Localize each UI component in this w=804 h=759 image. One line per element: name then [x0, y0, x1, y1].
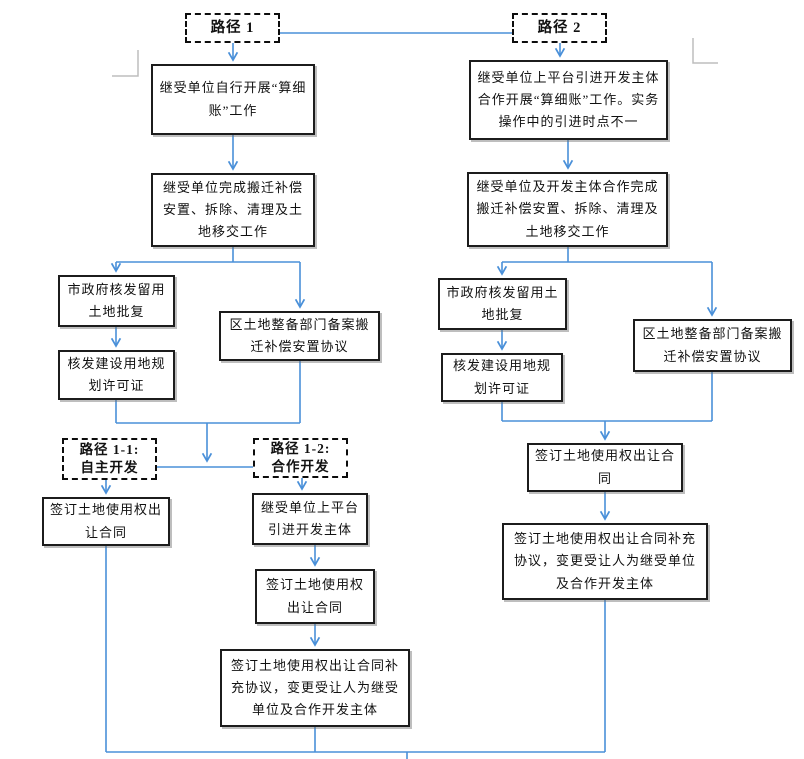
node-left-approval2: 核发建设用地规划许可证: [58, 350, 175, 400]
node-mid-supplement: 签订土地使用权出让合同补充协议，变更受让人为继受单位及合作开发主体: [220, 649, 410, 727]
node-right-contract: 签订土地使用权出让合同: [527, 443, 683, 492]
node-left-approval1: 市政府核发留用土地批复: [58, 275, 175, 327]
page-corner-mark-right: [692, 38, 718, 64]
node-right-approval1: 市政府核发留用土地批复: [438, 278, 567, 330]
node-right-record: 区土地整备部门备案搬迁补偿安置协议: [633, 319, 792, 372]
node-left-contract: 签订土地使用权出让合同: [42, 497, 170, 546]
connector-left-split: [116, 247, 300, 263]
node-path2-label: 路径 2: [512, 13, 607, 43]
node-right-supplement: 签订土地使用权出让合同补充协议，变更受让人为继受单位及合作开发主体: [502, 523, 708, 600]
node-left-step1: 继受单位自行开展“算细账”工作: [151, 64, 315, 135]
node-path11-label: 路径 1-1: 自主开发: [62, 438, 157, 480]
node-mid-intro: 继受单位上平台引进开发主体: [252, 493, 368, 545]
node-right-approval2: 核发建设用地规划许可证: [441, 353, 563, 402]
node-right-step2: 继受单位及开发主体合作完成搬迁补偿安置、拆除、清理及土地移交工作: [467, 172, 668, 247]
node-left-step2: 继受单位完成搬迁补偿安置、拆除、清理及土地移交工作: [151, 173, 315, 247]
node-left-record: 区土地整备部门备案搬迁补偿安置协议: [219, 311, 380, 361]
node-right-step1: 继受单位上平台引进开发主体合作开展“算细账”工作。实务操作中的引进时点不一: [469, 60, 668, 140]
node-mid-contract: 签订土地使用权出让合同: [255, 569, 375, 624]
node-path12-label: 路径 1-2: 合作开发: [253, 438, 348, 478]
page-corner-mark-left: [112, 50, 139, 77]
connector-right-split: [502, 247, 712, 263]
node-path1-label: 路径 1: [185, 13, 280, 43]
